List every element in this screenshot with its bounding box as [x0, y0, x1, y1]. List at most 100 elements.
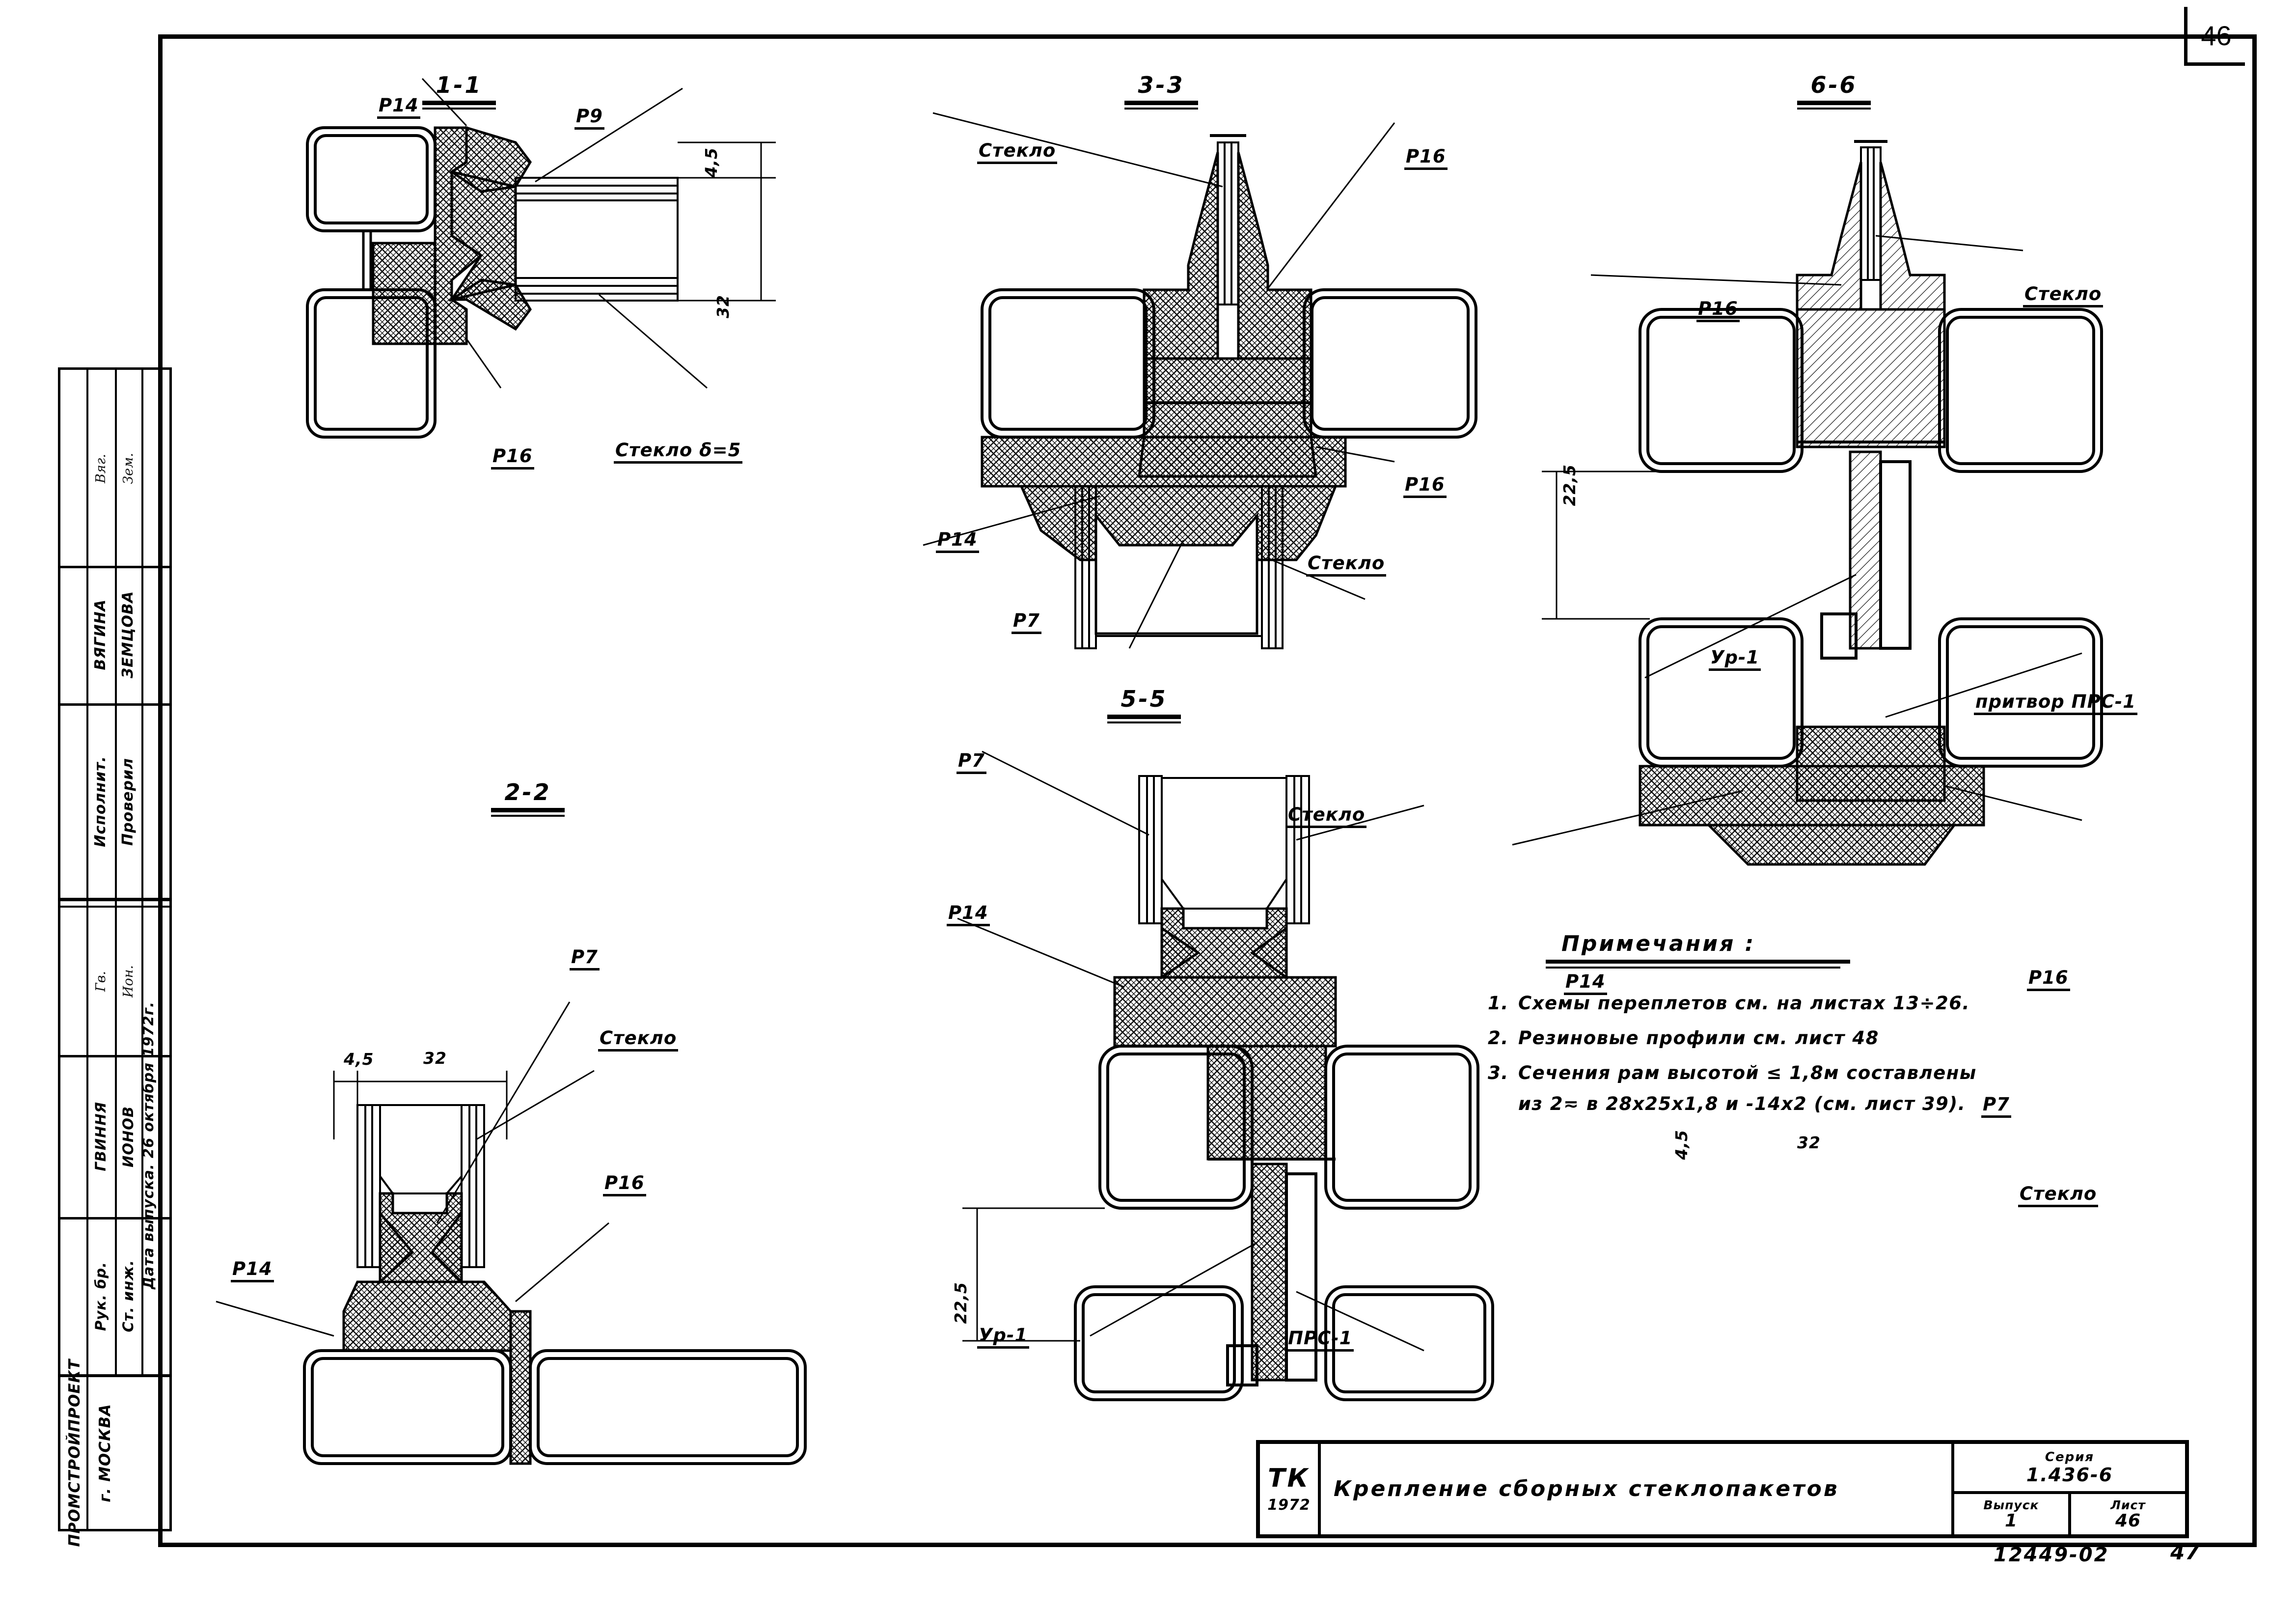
detail-1-1-dim-45: 4,5	[702, 147, 721, 178]
stamp-role-st-inzh: Ст. инж.	[119, 1260, 137, 1332]
title-underline	[1124, 101, 1198, 105]
stamp-name-vyagina: ВЯГИНА	[92, 599, 109, 670]
stamp-organization: ПРОМСТРОЙПРОЕКТ	[65, 1358, 83, 1547]
stamp-name-ionov: ИОНОВ	[119, 1106, 137, 1167]
notes-block: Примечания : 1. Схемы переплетов см. на …	[1488, 933, 2136, 1130]
detail-3-3-label-p14: Р14	[936, 530, 979, 553]
sheet-value: 46	[2115, 1510, 2141, 1531]
title-underline-2	[1107, 721, 1181, 723]
stamp-row-2	[58, 703, 172, 706]
note-item: 3. Сечения рам высотой ≤ 1,8м составлены…	[1488, 1064, 2136, 1113]
stamp-role-proveril: Проверил	[119, 757, 137, 846]
detail-2-2-label-p7: Р7	[570, 948, 600, 970]
title-block: ТК 1972 Крепление сборных стеклопакетов …	[1256, 1440, 2189, 1538]
detail-6-6-label-glass-top: Стекло	[2023, 285, 2104, 307]
note-text: Схемы переплетов см. на листах 13÷26.	[1518, 993, 1970, 1014]
detail-2-2-graphic	[216, 1001, 807, 1465]
detail-3-3-label-p7: Р7	[1011, 611, 1041, 634]
detail-1-1-title: 1-1	[422, 74, 496, 110]
title-block-drawing-name: Крепление сборных стеклопакетов	[1321, 1444, 1951, 1534]
detail-6-6-label-ur1: Ур-1	[1709, 648, 1761, 671]
detail-6-6-label-glass-bottom: Стекло	[2018, 1185, 2099, 1207]
issue-value: 1	[2004, 1510, 2018, 1531]
stamp-role-ruk-br: Рук. бр.	[92, 1261, 109, 1331]
stamp-row-6	[58, 1374, 172, 1377]
title-underline-2	[1124, 108, 1198, 110]
detail-6-6: 6-6	[1797, 74, 1871, 110]
title-underline	[1797, 101, 1871, 105]
detail-3-3-label-p16-bottom: Р16	[1403, 475, 1447, 498]
detail-1-1-label-p16: Р16	[491, 447, 534, 470]
detail-5-5-label-p14: Р14	[947, 904, 990, 926]
detail-3-3: 3-3	[1124, 74, 1198, 110]
detail-6-6-title: 6-6	[1797, 74, 1871, 110]
archive-code: 12449-02	[1994, 1544, 2109, 1566]
drawing-frame	[158, 34, 2257, 1547]
detail-1-1: 1-1	[422, 74, 496, 110]
note-text: Сечения рам высотой ≤ 1,8м составлены из…	[1518, 1064, 2136, 1113]
detail-2-2-label-p16: Р16	[603, 1174, 646, 1196]
detail-3-3-label-glass-bottom: Стекло	[1306, 554, 1387, 577]
detail-2-2-dim-32: 32	[423, 1049, 447, 1068]
detail-1-1-label-p9: Р9	[574, 107, 604, 130]
issue-cell: Выпуск 1	[1954, 1494, 2071, 1534]
stamp-date-line: Дата выпуска. 26 октября 1972г.	[140, 1001, 157, 1290]
note-text: Резиновые профили см. лист 48	[1518, 1027, 1879, 1049]
detail-6-6-label-p7: Р7	[1981, 1095, 2011, 1118]
stamp-city: г. МОСКВА	[96, 1403, 114, 1502]
left-title-strip: Вяг. Зем. ВЯГИНА ЗЕМЦОВА Исполнит. Прове…	[58, 367, 172, 1547]
detail-3-3-graphic	[923, 112, 1477, 649]
note-number: 3.	[1488, 1062, 1509, 1083]
notes-heading-underline	[1546, 960, 1850, 964]
stamp-row-3	[58, 898, 172, 901]
title-block-right: Серия 1.436-6 Выпуск 1 Лист 46	[1951, 1444, 2185, 1534]
note-number: 1.	[1488, 993, 1509, 1014]
detail-6-6-dim-32: 32	[1797, 1133, 1821, 1152]
stamp-name-zemtsova: ЗЕМЦОВА	[119, 590, 137, 679]
detail-1-1-dim-32: 32	[713, 295, 733, 318]
stamp-row-1	[58, 566, 172, 568]
title-underline-2	[1797, 108, 1871, 110]
detail-5-5-label-glass: Стекло	[1286, 805, 1367, 828]
detail-2-2-dim-45: 4,5	[344, 1050, 374, 1069]
detail-5-5-title: 5-5	[1107, 688, 1181, 723]
detail-5-5: 5-5	[1107, 688, 1181, 723]
detail-2-2-label-glass: Стекло	[598, 1029, 679, 1052]
detail-6-6-label-p14: Р14	[1564, 972, 1607, 995]
stamp-col-1	[86, 367, 88, 1531]
detail-2-2: 2-2	[491, 781, 565, 817]
detail-6-6-graphic	[1512, 140, 2103, 866]
notes-list: 1. Схемы переплетов см. на листах 13÷26.…	[1488, 994, 2136, 1113]
detail-2-2-label-p14: Р14	[231, 1260, 274, 1282]
stamp-mark: ТК	[1268, 1464, 1310, 1493]
title-underline	[491, 808, 565, 812]
issue-label: Выпуск	[1983, 1497, 2039, 1512]
detail-1-1-graphic	[306, 78, 776, 439]
detail-2-2-title: 2-2	[491, 781, 565, 817]
detail-5-5-dim-225: 22,5	[951, 1282, 970, 1324]
stamp-signature-3: Гв.	[93, 970, 109, 992]
detail-6-6-label-p16-top: Р16	[1696, 300, 1740, 322]
detail-3-3-title: 3-3	[1124, 74, 1198, 110]
stamp-signature-2: Зем.	[120, 453, 136, 484]
stamp-col-2	[115, 367, 117, 1374]
sheet-cell: Лист 46	[2071, 1494, 2185, 1534]
series-value: 1.436-6	[2026, 1464, 2113, 1486]
detail-6-6-label-pritvor-prs1: притвор ПРС-1	[1974, 693, 2137, 715]
title-underline	[1107, 715, 1181, 719]
notes-heading: Примечания :	[1561, 931, 1756, 956]
series-cell: Серия 1.436-6	[1954, 1444, 2185, 1494]
detail-5-5-graphic	[957, 750, 1494, 1401]
note-number: 2.	[1488, 1027, 1509, 1049]
drawing-name: Крепление сборных стеклопакетов	[1334, 1476, 1839, 1501]
stamp-signature-1: Вяг.	[93, 454, 109, 483]
stamp-row-5	[58, 1217, 172, 1219]
series-label: Серия	[2045, 1450, 2095, 1465]
stamp-col-3	[141, 367, 143, 1374]
note-text-line1: Сечения рам высотой ≤ 1,8м составлены	[1518, 1062, 1977, 1083]
stamp-row-4	[58, 1055, 172, 1057]
detail-6-6-dim-225: 22,5	[1560, 464, 1579, 506]
note-text-line2: из 2≂ в 28х25х1,8 и -14х2 (см. лист 39).	[1518, 1093, 1966, 1114]
stamp-role-ispolnit: Исполнит.	[92, 756, 109, 847]
stamp-year: 1972	[1267, 1496, 1311, 1514]
